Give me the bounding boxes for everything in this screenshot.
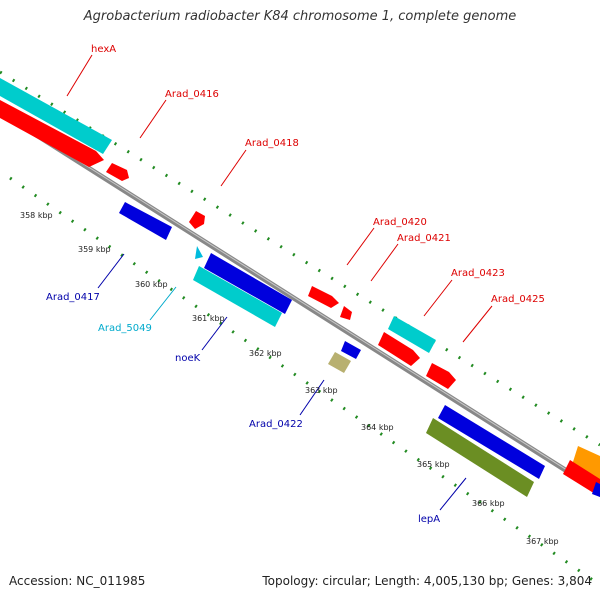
leader-arad-0416 (139, 99, 167, 139)
chromosome-backbone-highlight (0, 110, 600, 492)
label-arad-0425[interactable]: Arad_0425 (491, 294, 545, 305)
leader-lepA (439, 477, 467, 511)
gene-arad-0416[interactable] (106, 163, 129, 181)
gene-arad-0425[interactable] (426, 363, 456, 389)
leader-arad-0417 (97, 253, 125, 289)
reverse-features (119, 202, 600, 497)
label-leaders (66, 54, 493, 511)
label-lepA[interactable]: lepA (418, 514, 440, 525)
forward-features (0, 78, 600, 497)
gene-edge-red[interactable] (563, 460, 600, 497)
label-hexA[interactable]: hexA (91, 44, 116, 55)
label-arad-5049[interactable]: Arad_5049 (98, 323, 152, 334)
label-noeK[interactable]: noeK (175, 353, 201, 364)
label-arad-0423[interactable]: Arad_0423 (451, 268, 505, 279)
topology-text: Topology: circular; Length: 4,005,130 bp… (262, 574, 592, 588)
leader-arad-5049 (149, 286, 177, 321)
kbp-label: 362 kbp (249, 349, 282, 358)
gene-arad-0422-misc[interactable] (328, 352, 351, 373)
label-arad-0418[interactable]: Arad_0418 (245, 138, 299, 149)
kbp-label: 366 kbp (472, 499, 505, 508)
gene-arad-5049[interactable] (195, 246, 203, 259)
leader-arad-0422 (299, 379, 325, 416)
gene-labels: hexA Arad_0416 Arad_0418 Arad_0420 Arad_… (46, 44, 545, 525)
gene-arad-0418[interactable] (189, 211, 205, 229)
leader-arad-0420 (346, 227, 375, 266)
leader-arad-0425 (462, 305, 493, 343)
gene-arad-0423[interactable] (378, 332, 420, 366)
gene-arad-0423-rrna[interactable] (388, 316, 436, 353)
accession-text: Accession: NC_011985 (9, 574, 146, 588)
gene-hexA[interactable] (0, 78, 112, 154)
gene-noeK[interactable] (204, 253, 292, 314)
gene-edge-orange[interactable] (572, 446, 600, 480)
kbp-label: 363 kbp (305, 386, 338, 395)
gene-arad-0422[interactable] (341, 341, 361, 359)
kbp-label: 359 kbp (78, 245, 111, 254)
gene-arad-0421[interactable] (340, 306, 352, 320)
inner-tick-track (9, 176, 600, 587)
gene-noeK-rrna[interactable] (193, 266, 282, 327)
label-arad-0416[interactable]: Arad_0416 (165, 89, 219, 100)
kbp-label: 360 kbp (135, 280, 168, 289)
leader-hexA (66, 54, 93, 97)
gene-lepA-blue[interactable] (438, 405, 545, 479)
leader-arad-0421 (370, 243, 399, 282)
gene-lepA[interactable] (426, 418, 534, 497)
kbp-label: 361 kbp (192, 314, 225, 323)
gene-arad-0420[interactable] (308, 286, 339, 308)
kbp-label: 367 kbp (526, 537, 559, 546)
kbp-labels: 358 kbp 359 kbp 360 kbp 361 kbp 362 kbp … (20, 211, 559, 546)
map-title: Agrobacterium radiobacter K84 chromosome… (83, 9, 517, 24)
kbp-label: 364 kbp (361, 423, 394, 432)
label-arad-0420[interactable]: Arad_0420 (373, 217, 427, 228)
gene-arad-0417[interactable] (119, 202, 172, 240)
chromosome-backbone (0, 109, 600, 495)
gene-arad-0416-left[interactable] (0, 100, 104, 167)
label-arad-0422[interactable]: Arad_0422 (249, 419, 303, 430)
label-arad-0417[interactable]: Arad_0417 (46, 292, 100, 303)
label-arad-0421[interactable]: Arad_0421 (397, 233, 451, 244)
leader-noeK (201, 316, 228, 351)
kbp-label: 365 kbp (417, 460, 450, 469)
leader-arad-0418 (220, 149, 247, 187)
leader-arad-0423 (423, 279, 453, 317)
kbp-label: 358 kbp (20, 211, 53, 220)
gene-edge-blue[interactable] (592, 482, 600, 497)
